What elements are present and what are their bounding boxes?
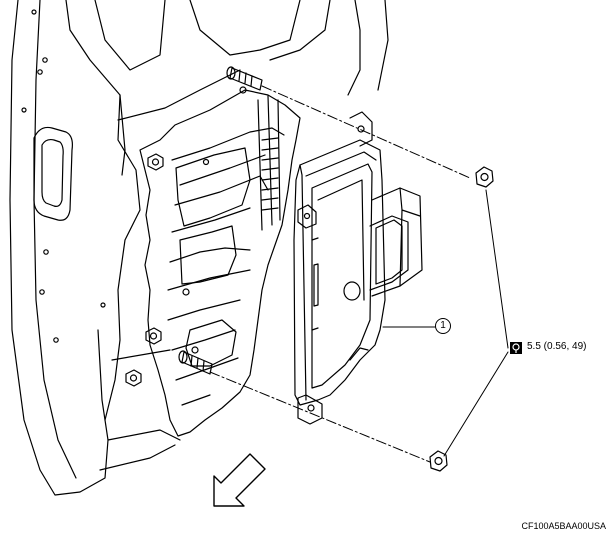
nut-upper bbox=[475, 166, 494, 188]
front-direction-arrow bbox=[213, 453, 266, 507]
control-module bbox=[293, 111, 423, 425]
nut-lower bbox=[429, 450, 448, 472]
bracket-nut-bottom bbox=[125, 369, 142, 387]
torque-spec-label: 5.5 (0.56, 49) bbox=[527, 341, 587, 352]
installation-lines bbox=[209, 85, 471, 463]
bracket-nut-upper bbox=[147, 153, 164, 171]
body-panel bbox=[9, 0, 389, 496]
leader-lines bbox=[382, 189, 509, 457]
part-callout-1: 1 bbox=[435, 318, 451, 334]
stud-bolt-lower bbox=[178, 350, 213, 375]
torque-wrench-icon bbox=[510, 342, 522, 354]
figure-code-label: CF100A5BAA00USA bbox=[521, 521, 606, 531]
bracket-nut-lower bbox=[145, 327, 162, 345]
bracket-fasteners bbox=[125, 66, 263, 387]
body-slot bbox=[33, 126, 73, 221]
module-connector bbox=[343, 187, 423, 301]
stud-bolt-upper bbox=[226, 66, 263, 91]
mounting-bracket bbox=[139, 86, 301, 437]
